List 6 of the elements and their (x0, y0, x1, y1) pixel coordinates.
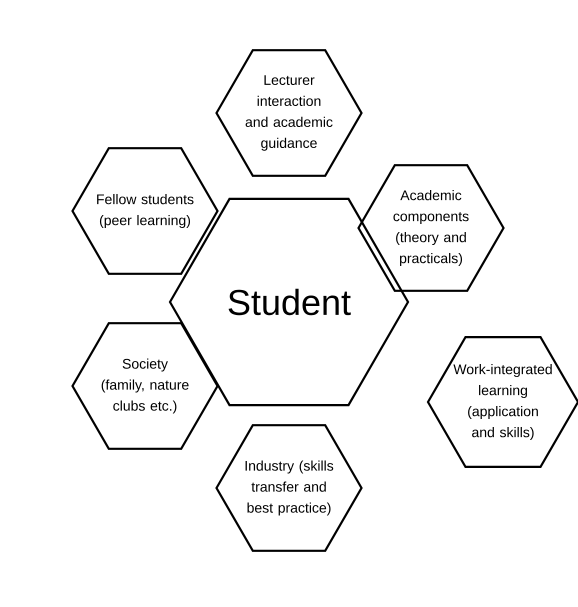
hexagon: Industry (skills transfer and best practice) (215, 424, 363, 552)
hexagon: Academic components (theory and practicals) (357, 164, 505, 292)
hexagon: Work-integrated learning (application and skills) (426, 336, 578, 468)
hexagon: Fellow students (peer learning) (71, 147, 219, 275)
hexagon: Society (family, nature clubs etc.) (71, 322, 219, 450)
hexagon: Lecturer interaction and academic guidance (215, 49, 363, 177)
